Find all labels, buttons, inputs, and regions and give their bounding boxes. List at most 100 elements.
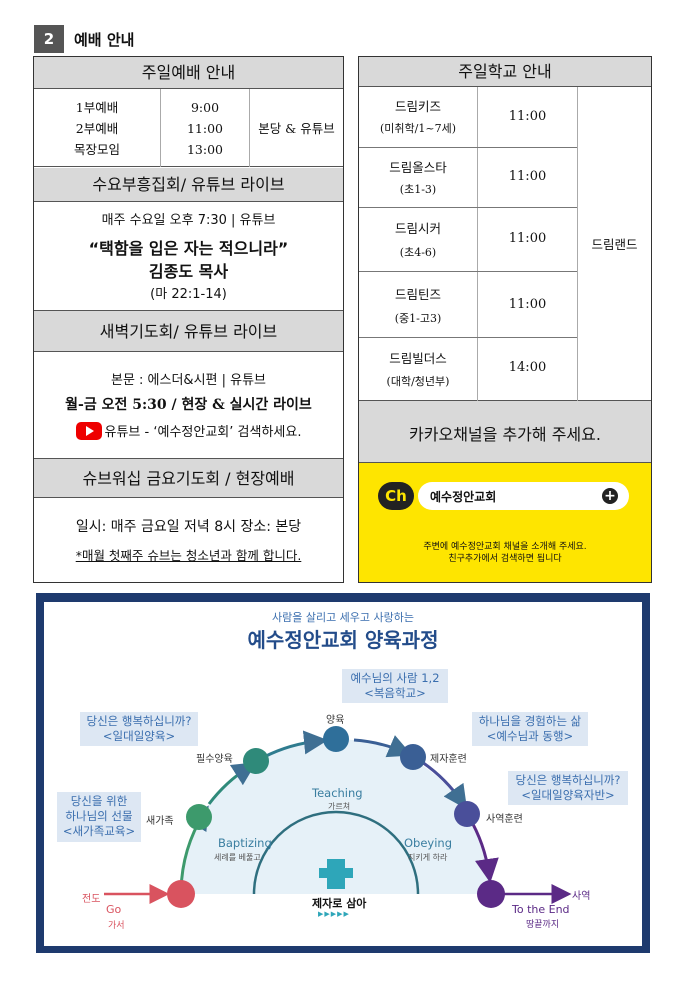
baptizing-label: Baptizing bbox=[218, 836, 272, 850]
kakao-channel-logo: Ch bbox=[378, 482, 414, 510]
school-row-time: 11:00 bbox=[508, 297, 547, 312]
teaching-sub: 가르쳐 bbox=[328, 802, 351, 811]
school-table: 드림키즈 (미취학/1~7세) 11:00 드림올스타 (초1-3) 11:00… bbox=[359, 87, 651, 401]
stage-disciple: 제자훈련 bbox=[430, 754, 467, 765]
school-row-sub: (대학/청년부) bbox=[386, 375, 450, 388]
school-place: 드림랜드 bbox=[591, 237, 638, 252]
sunday-names: 1부예배 2부예배 목장모임 bbox=[34, 97, 160, 160]
end-label-en: To the End bbox=[512, 903, 570, 916]
sunday-place: 본당 & 유튜브 bbox=[258, 121, 335, 136]
dawn-title: 새벽기도회/ 유튜브 라이브 bbox=[34, 310, 343, 352]
kakao-banner bbox=[359, 463, 651, 582]
school-row: 드림시커 (초4-6) 11:00 bbox=[359, 208, 577, 272]
teaching-label: Teaching bbox=[312, 786, 363, 800]
baptizing-sub: 세례를 베풀고 bbox=[214, 853, 261, 862]
school-row-name: 드림키즈 bbox=[394, 99, 441, 114]
add-channel-icon[interactable]: + bbox=[602, 488, 618, 504]
school-row-time: 11:00 bbox=[508, 109, 547, 124]
wednesday-title: 수요부흥집회/ 유튜브 라이브 bbox=[34, 168, 343, 202]
wednesday-scripture: (마 22:1-14) bbox=[150, 287, 227, 302]
end-label-sub: 땅끝까지 bbox=[526, 920, 560, 930]
school-row-sub: (초4-6) bbox=[399, 246, 437, 259]
wednesday-sermon-title: “택함을 입은 자는 적으니라” bbox=[88, 239, 289, 258]
sunday-title: 주일예배 안내 bbox=[34, 57, 343, 89]
sunday-time-1: 9:00 bbox=[190, 100, 220, 115]
sunday-time-2: 11:00 bbox=[186, 121, 224, 136]
friday-note: *매월 첫째주 슈브는 청소년과 함께 합니다. bbox=[75, 548, 302, 563]
kakao-desc-2: 친구추가에서 검색하면 됩니다 bbox=[448, 554, 562, 564]
stage-new-family: 새가족 bbox=[146, 816, 174, 827]
box-walk-line-1: 하나님을 경험하는 삶 bbox=[478, 714, 582, 728]
sunday-name-3: 목장모임 bbox=[73, 142, 120, 157]
diagram-title: 예수정안교회 양육과정 bbox=[247, 628, 439, 652]
box-new-family-line-1: 당신을 위한 bbox=[70, 794, 128, 808]
sunday-table: 1부예배 2부예배 목장모임 9:00 11:00 13:00 본당 & 유튜브 bbox=[34, 89, 343, 167]
go-label-sub: 가서 bbox=[108, 921, 125, 931]
end-label-kr: 사역 bbox=[572, 891, 591, 902]
school-row: 드림틴즈 (중1-고3) 11:00 bbox=[359, 272, 577, 338]
school-row-name: 드림틴즈 bbox=[394, 287, 441, 302]
box-gospel-school-line-2: <복음학교> bbox=[364, 686, 426, 700]
sunday-times: 9:00 11:00 13:00 bbox=[161, 97, 249, 160]
box-one-on-one: 당신은 행복하십니까? <일대일양육> bbox=[80, 712, 198, 746]
school-row: 드림올스타 (초1-3) 11:00 bbox=[359, 148, 577, 208]
box-leader-line-1: 당신은 행복하십니까? bbox=[515, 773, 621, 787]
box-new-family-line-3: <새가족교육> bbox=[62, 824, 136, 838]
box-one-on-one-leader: 당신은 행복하십니까? <일대일양육자반> bbox=[508, 771, 628, 805]
youtube-label: 유튜브 bbox=[104, 425, 141, 440]
friday-title: 슈브워십 금요기도회 / 현장예배 bbox=[34, 458, 343, 498]
school-panel bbox=[358, 56, 652, 583]
dawn-search-text: - ‘예수정안교회’ 검색하세요. bbox=[144, 425, 302, 440]
center-arrows: ▶▶▶▶▶ bbox=[318, 910, 350, 918]
youtube-icon bbox=[75, 422, 102, 440]
obeying-label: Obeying bbox=[404, 836, 453, 850]
school-row: 드림빌더스 (대학/청년부) 14:00 bbox=[359, 338, 577, 401]
stage-ministry-training: 사역훈련 bbox=[486, 814, 523, 825]
school-title: 주일학교 안내 bbox=[359, 57, 651, 87]
diagram-subtitle: 사람을 살리고 세우고 사랑하는 bbox=[271, 611, 415, 624]
school-row: 드림키즈 (미취학/1~7세) 11:00 bbox=[359, 87, 577, 148]
school-row-time: 14:00 bbox=[508, 360, 547, 375]
dawn-text: 본문 : 에스더&시편 | 유튜브 bbox=[110, 373, 267, 388]
box-walk-line-2: <예수님과 동행> bbox=[486, 729, 574, 743]
wednesday-preacher: 김종도 목사 bbox=[148, 262, 229, 281]
wednesday-schedule: 매주 수요일 오후 7:30 | 유튜브 bbox=[101, 213, 276, 228]
school-row-sub: (초1-3) bbox=[399, 183, 437, 196]
kakao-channel-name: 예수정안교회 bbox=[430, 490, 497, 504]
dawn-youtube-line: 유튜브 - ‘예수정안교회’ 검색하세요. bbox=[34, 421, 343, 440]
box-new-family-line-2: 하나님의 선물 bbox=[65, 809, 133, 823]
kakao-channel-pill[interactable] bbox=[418, 482, 629, 510]
kakao-desc-1: 주변에 예수정안교회 채널을 소개해 주세요. bbox=[423, 542, 587, 552]
school-row-time: 11:00 bbox=[508, 231, 547, 246]
box-one-on-one-line-1: 당신은 행복하십니까? bbox=[86, 714, 192, 728]
school-row-name: 드림빌더스 bbox=[389, 351, 447, 366]
box-new-family: 당신을 위한 하나님의 선물 <새가족교육> bbox=[57, 792, 141, 842]
stage-nurture: 양육 bbox=[326, 715, 345, 726]
sunday-time-3: 13:00 bbox=[186, 142, 224, 157]
box-gospel-school-line-1: 예수님의 사람 1,2 bbox=[350, 671, 440, 685]
dawn-schedule: 월-금 오전 5:30 / 현장 & 실시간 라이브 bbox=[65, 397, 312, 413]
school-row-sub: (중1-고3) bbox=[394, 312, 442, 325]
sunday-name-1: 1부예배 bbox=[75, 100, 119, 115]
box-gospel-school: 예수님의 사람 1,2 <복음학교> bbox=[342, 669, 448, 703]
school-row-sub: (미취학/1~7세) bbox=[380, 122, 456, 135]
training-arc bbox=[104, 726, 572, 908]
kakao-title: 카카오채널을 추가해 주세요. bbox=[409, 425, 601, 444]
go-label-en: Go bbox=[106, 903, 122, 916]
box-walk-with-jesus: 하나님을 경험하는 삶 <예수님과 동행> bbox=[472, 712, 588, 746]
box-leader-line-2: <일대일양육자반> bbox=[521, 788, 615, 802]
obeying-sub: 지키게 하라 bbox=[408, 853, 448, 862]
center-label: 제자로 삼아 bbox=[312, 897, 367, 910]
section-number: 2 bbox=[34, 25, 64, 53]
stage-essential: 필수양육 bbox=[196, 754, 233, 765]
section-title: 예배 안내 bbox=[74, 31, 135, 49]
sunday-name-2: 2부예배 bbox=[75, 121, 119, 136]
school-row-name: 드림시커 bbox=[394, 221, 441, 236]
kakao-title-area bbox=[359, 401, 651, 463]
worship-info-panel bbox=[33, 56, 344, 583]
school-row-time: 11:00 bbox=[508, 169, 547, 184]
box-one-on-one-line-2: <일대일양육> bbox=[102, 729, 176, 743]
go-label-kr: 전도 bbox=[82, 894, 101, 905]
friday-info: 일시: 매주 금요일 저녁 8시 장소: 본당 bbox=[75, 519, 302, 535]
school-row-name: 드림올스타 bbox=[389, 160, 447, 175]
